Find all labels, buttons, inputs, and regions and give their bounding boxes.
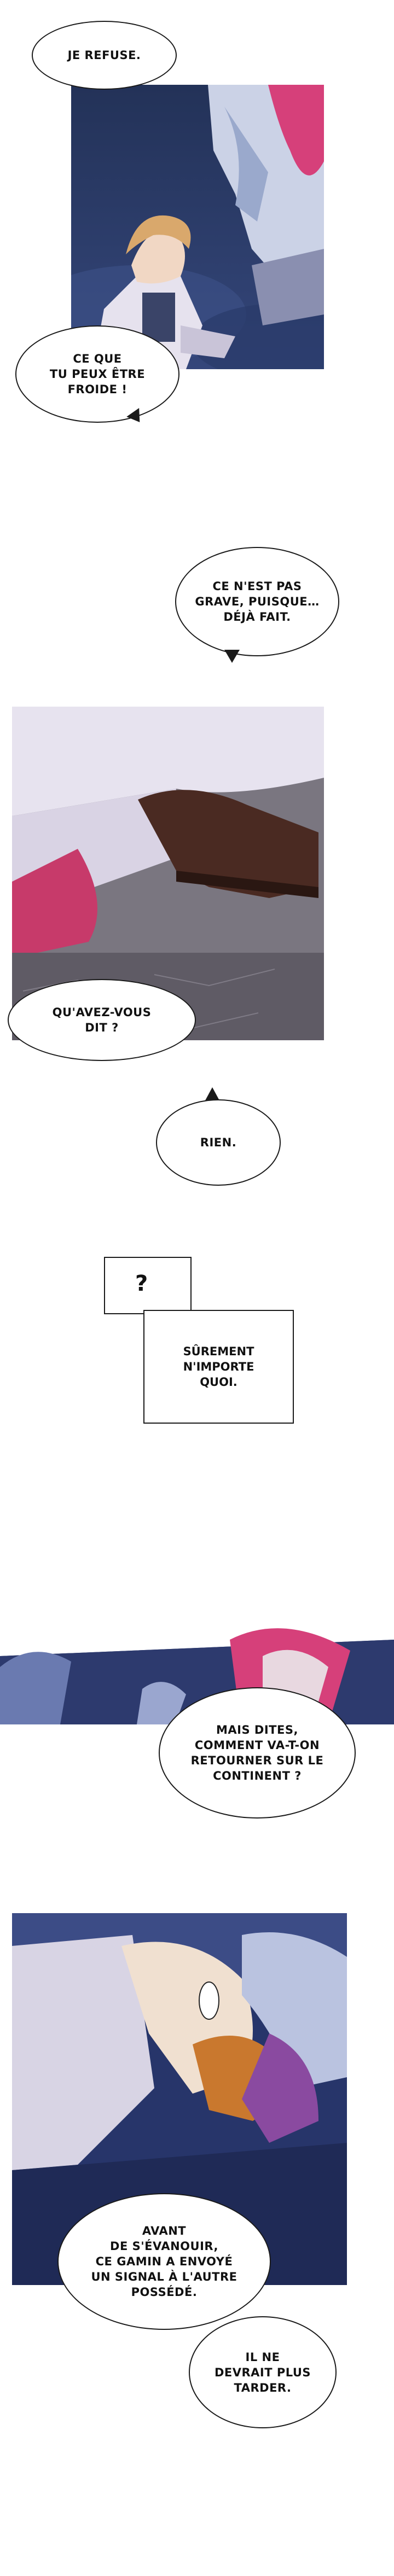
speech-bubble-nothing: RIEN.: [156, 1099, 281, 1186]
speech-bubble-what-did-you-say: QU'AVEZ-VOUS DIT ?: [8, 979, 196, 1061]
speech-tail: [224, 650, 240, 663]
speech-text: AVANT DE S'ÉVANOUIR, CE GAMIN A ENVOYÉ U…: [91, 2224, 237, 2299]
speech-text: CE N'EST PAS GRAVE, PUISQUE… DÉJÀ FAIT.: [195, 580, 320, 623]
speech-bubble-signal: AVANT DE S'ÉVANOUIR, CE GAMIN A ENVOYÉ U…: [57, 2193, 271, 2330]
speech-text: CE QUE TU PEUX ÊTRE FROIDE !: [49, 352, 146, 396]
panel-boot-step: [12, 707, 324, 1040]
panel-boot-step-art: [12, 707, 324, 1040]
speech-text: JE REFUSE.: [67, 49, 141, 62]
thought-box-nonsense: SÛREMENT N'IMPORTE QUOI.: [143, 1310, 294, 1424]
speech-bubble-already-done: CE N'EST PAS GRAVE, PUISQUE… DÉJÀ FAIT.: [175, 547, 339, 656]
speech-tail: [205, 1087, 219, 1100]
speech-bubble-refuse: JE REFUSE.: [32, 21, 177, 90]
speech-text: QU'AVEZ-VOUS DIT ?: [52, 1006, 152, 1034]
question-mark: ?: [135, 1271, 148, 1296]
speech-text: MAIS DITES, COMMENT VA-T-ON RETOURNER SU…: [190, 1723, 324, 1782]
thought-box-question: ?: [104, 1257, 192, 1314]
speech-bubble-arrive-soon: IL NE DEVRAIT PLUS TARDER.: [189, 2316, 337, 2428]
thought-text: SÛREMENT N'IMPORTE QUOI.: [183, 1345, 254, 1389]
speech-bubble-continent: MAIS DITES, COMMENT VA-T-ON RETOURNER SU…: [159, 1687, 356, 1819]
speech-text: RIEN.: [200, 1136, 237, 1149]
speech-bubble-cold: CE QUE TU PEUX ÊTRE FROIDE !: [15, 325, 179, 423]
speech-text: IL NE DEVRAIT PLUS TARDER.: [214, 2350, 311, 2394]
